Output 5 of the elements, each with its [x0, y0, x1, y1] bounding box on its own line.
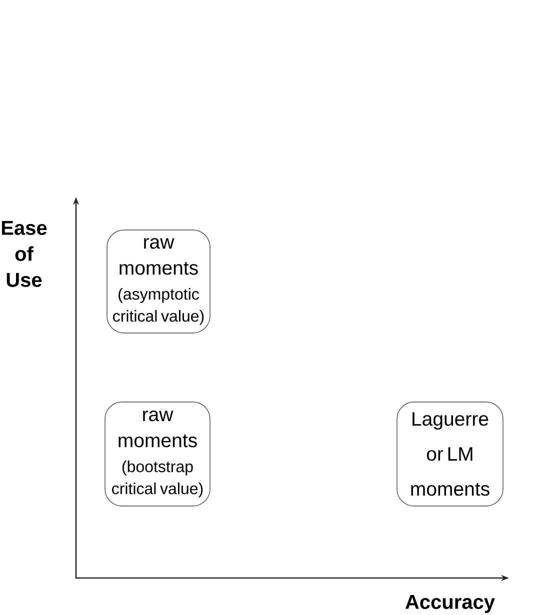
rounded-box: raw moments (asymptotic critical value): [106, 230, 210, 334]
rounded-box: raw moments (bootstrap critical value): [104, 402, 210, 506]
axis-label: Ease of Use: [2, 221, 47, 287]
axis-label: Accuracy: [405, 595, 495, 613]
rounded-box: Laguerre or LM moments: [396, 402, 504, 506]
